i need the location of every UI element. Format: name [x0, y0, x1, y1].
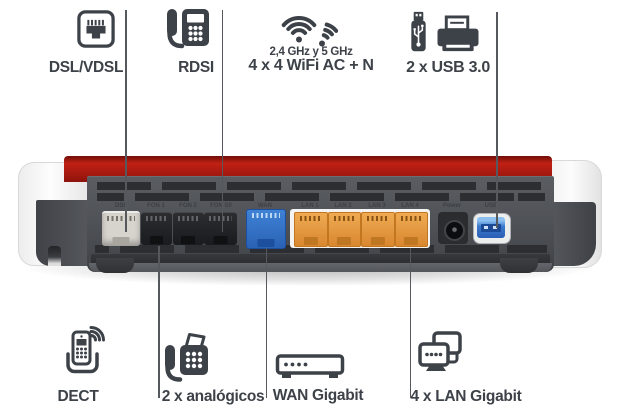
port-label-fons: FON S0	[210, 202, 232, 209]
usb-port-slot	[481, 224, 501, 232]
port-label-usb: USB	[484, 202, 498, 209]
vent-row-middle	[97, 193, 545, 201]
vent-row-top	[97, 182, 545, 190]
wan-gigabit-label: WAN Gigabit	[272, 387, 364, 404]
port-label-lan3: LAN 3	[368, 202, 386, 209]
analog-label: 2 x analógicos	[161, 388, 265, 405]
port-label-fon1: FON 1	[147, 202, 165, 209]
fon-s0-port	[204, 212, 237, 245]
lan2-port	[327, 212, 361, 247]
dsl-port	[102, 211, 140, 246]
port-label-dsl: DSL	[115, 202, 127, 209]
router-foot-right	[500, 258, 538, 273]
usb-pin	[493, 226, 497, 229]
isdn-phone-icon	[163, 6, 213, 50]
router-left-notch	[48, 246, 61, 266]
port-label-lan2: LAN 2	[334, 202, 352, 209]
fon2-port	[172, 212, 204, 245]
wan-modem-icon	[274, 351, 346, 385]
power-jack	[444, 220, 465, 241]
fon1-port	[141, 212, 172, 245]
router-left-chassis	[36, 200, 88, 266]
port-label-fon2: FON 2	[179, 202, 197, 209]
lan-computers-icon	[417, 330, 463, 386]
callout-line-wan	[265, 248, 267, 398]
callout-line-analog	[158, 246, 160, 398]
port-label-lan4: LAN 4	[401, 202, 419, 209]
lan-gigabit-label: 4 x LAN Gigabit	[410, 388, 522, 405]
ethernet-port-icon	[76, 9, 116, 49]
router-foot-left	[96, 258, 134, 273]
callout-line-dsl	[125, 10, 127, 232]
vent-row-bottom	[95, 245, 547, 253]
wifi-label: 4 x 4 WiFi AC + N	[248, 57, 374, 74]
callout-line-rdsi	[221, 10, 223, 232]
usb-label: 2 x USB 3.0	[406, 59, 490, 76]
wifi-frequency-label: 2,4 GHz y 5 GHz	[269, 46, 353, 58]
port-label-wan: WAN	[257, 202, 273, 209]
router-bottom-ledge	[91, 254, 550, 264]
rdsi-label: RDSI	[178, 59, 214, 76]
dsl-vdsl-label: DSL/VDSL	[48, 59, 124, 76]
port-label-power: Power	[442, 202, 462, 209]
wan-port	[246, 209, 286, 249]
analog-phone-fax-icon	[162, 331, 216, 385]
router-base-strip	[89, 263, 552, 272]
usb-pin	[484, 226, 488, 229]
callout-line-usb	[496, 12, 498, 228]
lan4-port	[394, 212, 428, 247]
dect-label: DECT	[57, 388, 99, 405]
callout-line-lan	[409, 248, 411, 398]
printer-icon	[433, 15, 483, 56]
port-label-lan1: LAN 1	[301, 202, 319, 209]
lan3-port	[361, 212, 395, 247]
dual-band-wifi-icon	[276, 1, 338, 49]
lan1-port	[294, 212, 328, 247]
usb-stick-icon	[407, 10, 430, 56]
dect-handset-icon	[59, 324, 111, 380]
